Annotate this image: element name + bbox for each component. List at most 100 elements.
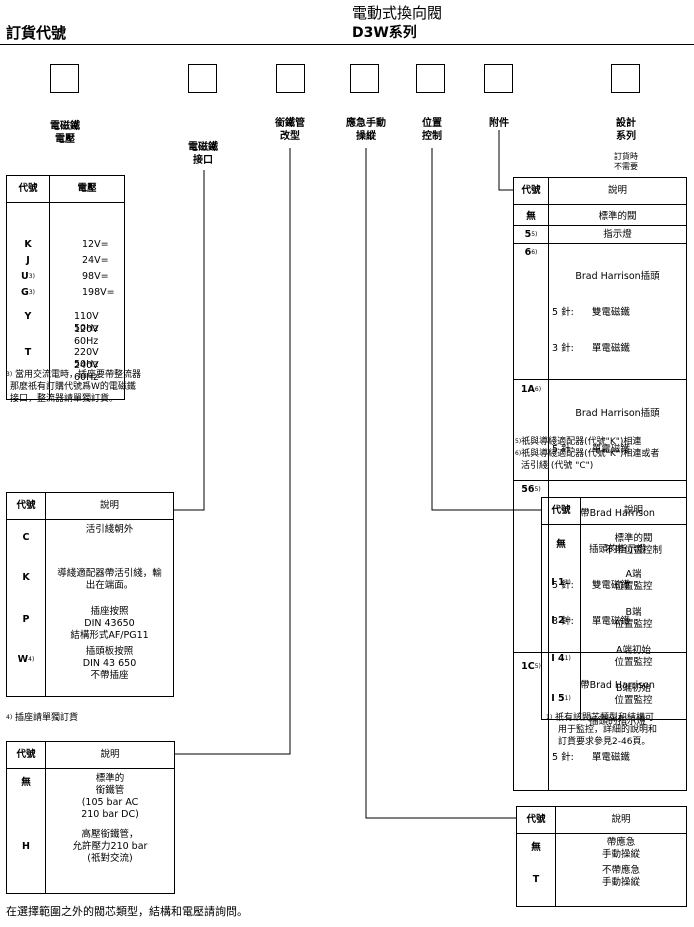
voltage-desc-t-2: 240V 60Hz: [74, 360, 99, 383]
field-label-voltage-line2: 電壓: [55, 134, 75, 145]
accessory-code-1c-text: 1C: [521, 661, 535, 672]
position-desc-i5-line1: B端初始: [615, 683, 652, 694]
voltage-table: 代號 電壓 K J U3) G3) Y T 12V= 24V= 98V= 198…: [6, 175, 125, 400]
field-label-accessory: 附件: [464, 117, 534, 130]
voltage-note-text1: 當用交流電時，插座要帶整流器: [15, 370, 142, 380]
voltage-desc-g: 198V=: [82, 287, 115, 298]
voltage-table-codes: K J U3) G3) Y T: [6, 202, 50, 400]
position-desc-none-line1: 標準的閥: [614, 533, 653, 544]
field-label-tube: 銜鐵管 改型: [255, 117, 325, 143]
position-table-header-code: 代號: [541, 497, 581, 525]
connector-table-header-desc: 說明: [45, 492, 174, 520]
position-desc-i4-line2: 位置監控: [614, 657, 653, 668]
tube-table: 代號 說明 無 H 標準的 銜鐵管 (105 bar AC 210 bar DC…: [6, 741, 175, 894]
accessory-code-6-text: 6: [524, 247, 532, 258]
field-label-design-line1: 設計: [616, 118, 636, 129]
position-note-sup: 1): [546, 714, 553, 721]
connector-table-descs: 活引綫朝外 導綫適配器帶活引綫，輸 出在端面。 插座按照 DIN 43650 結…: [45, 519, 174, 697]
code-box-accessory: [484, 64, 513, 93]
field-label-position: 位置 控制: [397, 117, 467, 143]
connector-note-text: 插座請單獨訂貨: [15, 713, 79, 723]
footer-note: 在選擇範圍之外的閥芯類型，結構和電壓請詢問。: [6, 905, 248, 918]
accessory-desc-1c-line3: 5 針: 單電磁鐵: [552, 752, 630, 763]
position-note: 1) 祇有該閥芯類型和結構可 用于監控，詳細的說明和 訂貨要求參見2-46頁。: [546, 712, 691, 748]
manual-table-header-code: 代號: [516, 806, 556, 834]
position-note-line1: 1) 祇有該閥芯類型和結構可: [546, 712, 691, 724]
accessory-code-1a-sup: 6): [534, 386, 542, 393]
accessory-note-1-text: 祇與導綫適配器(代號"K")相連: [521, 437, 642, 447]
voltage-note-line2: 那麼祇有訂購代號爲W的電磁鐵: [10, 382, 136, 392]
voltage-code-k: K: [24, 239, 32, 250]
header-rule: [0, 44, 694, 45]
position-table-descs: 標準的閥 不帶位置控制 A端 位置監控 B端 位置監控 A端初始 位置監控 B端…: [580, 524, 687, 720]
voltage-code-y: Y: [24, 311, 32, 322]
voltage-table-header-desc: 電壓: [49, 175, 125, 203]
page-title: 訂貨代號: [6, 24, 67, 42]
position-code-i2: I 21): [545, 615, 577, 653]
connector-code-w-text: W: [17, 654, 29, 665]
connector-desc-k-line1: 導綫適配器帶活引綫，輸: [57, 568, 162, 579]
connector-desc-w-line1: 插頭板按照: [85, 646, 134, 657]
connector-line-position: [431, 148, 541, 511]
position-desc-i4-line1: A端初始: [616, 645, 651, 656]
voltage-code-u-sup: 3): [28, 273, 35, 280]
voltage-code-j: J: [26, 255, 30, 266]
voltage-desc-t-1: 220V 50Hz: [74, 347, 99, 370]
connector-desc-p-line3: 結構形式AF/PG11: [70, 630, 149, 641]
accessory-code-6: 66): [513, 243, 549, 380]
accessory-desc-6-line3: 3 針: 單電磁鐵: [552, 343, 630, 354]
voltage-desc-y-1: 110V 50Hz: [74, 311, 99, 334]
connector-code-c: C: [22, 532, 30, 543]
connector-code-w-sup: 4): [28, 656, 35, 663]
manual-table: 代號 說明 無 T 帶應急 手動操縱 不帶應急 手動操縱: [516, 806, 687, 907]
voltage-code-t: T: [24, 347, 32, 358]
manual-table-descs: 帶應急 手動操縱 不帶應急 手動操縱: [555, 833, 687, 907]
manual-desc-none-line1: 帶應急: [606, 837, 636, 848]
connector-desc-w-line3: 不帶插座: [90, 670, 129, 681]
accessory-note-2: 6)祇與導綫適配器(代號"K")相連或者: [515, 448, 693, 460]
design-note: 訂貨時 不需要: [596, 152, 656, 172]
position-code-i4: I 41): [545, 653, 577, 693]
connector-desc-p-line2: DIN 43650: [84, 618, 135, 629]
position-table: 代號 說明 無 I 11) I 21) I 41) I 51) 標準的閥 不帶位…: [541, 497, 687, 720]
field-label-connector-line2: 接口: [193, 155, 213, 166]
field-label-connector: 電磁鐵 接口: [168, 141, 238, 167]
position-note-line2: 用于監控，詳細的說明和: [558, 725, 658, 735]
tube-desc-none-line2: 銜鐵管: [95, 785, 125, 796]
position-note-text1: 祇有該閥芯類型和結構可: [555, 713, 655, 723]
connector-note-sup: 4): [6, 714, 13, 721]
accessory-table-header-code: 代號: [513, 177, 549, 205]
connector-table-codes: C K P W4): [6, 519, 46, 697]
connector-note: 4) 插座請單獨訂貨: [6, 712, 78, 724]
voltage-table-descs: 12V= 24V= 98V= 198V= 110V 50Hz 120V 60Hz…: [49, 202, 125, 400]
field-label-position-line2: 控制: [422, 131, 442, 142]
accessory-note-2-text: 祇與導綫適配器(代號"K")相連或者: [521, 449, 660, 459]
tube-desc-h-line2: 允許壓力210 bar: [72, 841, 148, 852]
position-code-i2-text: I 2: [551, 615, 565, 626]
manual-table-header-desc: 說明: [555, 806, 687, 834]
accessory-note-3: 活引綫 (代號 "C"): [521, 461, 594, 471]
field-label-design-line2: 系列: [616, 131, 636, 142]
position-code-i2-sup: 1): [564, 617, 571, 624]
design-note-line1: 訂貨時: [614, 152, 638, 161]
position-desc-i2-line1: B端: [625, 607, 642, 618]
accessory-desc-1a-line2: 5 針: 單電磁鐵: [552, 444, 630, 455]
accessory-desc-6-line1: Brad Harrison插頭: [575, 271, 660, 282]
accessory-code-56-text: 56: [521, 484, 535, 495]
field-label-voltage-line1: 電磁鐵: [50, 121, 80, 132]
code-box-voltage: [50, 64, 79, 93]
connector-line-accessory: [498, 130, 513, 191]
field-label-manual-line2: 操縱: [356, 131, 376, 142]
manual-code-t: T: [532, 874, 540, 885]
design-note-line2: 不需要: [614, 162, 638, 171]
position-code-none: 無: [556, 539, 566, 550]
tube-table-header-desc: 說明: [45, 741, 175, 769]
accessory-code-1a-text: 1A: [520, 384, 535, 395]
position-code-i5-text: I 5: [551, 693, 565, 704]
position-desc-i1-line2: 位置監控: [614, 581, 653, 592]
position-code-i5-sup: 1): [564, 695, 571, 702]
accessory-code-56-sup: 5): [534, 486, 541, 493]
code-box-design: [611, 64, 640, 93]
voltage-code-u-text: U: [21, 271, 29, 282]
position-code-i4-sup: 1): [564, 655, 571, 662]
